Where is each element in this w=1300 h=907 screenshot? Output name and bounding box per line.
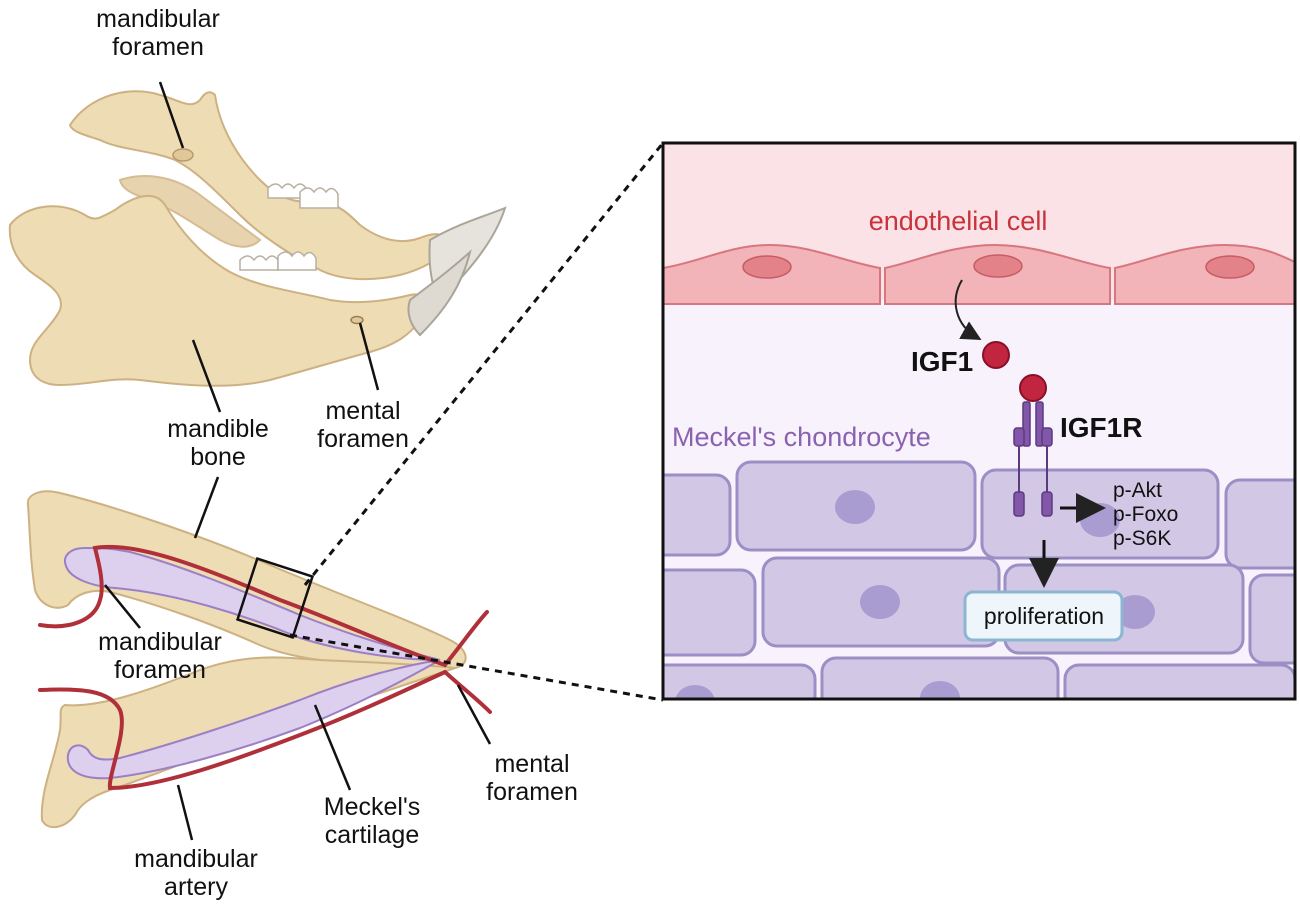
label-meckels-chondrocyte: Meckel's chondrocyte: [672, 422, 931, 452]
inset-panel: [663, 143, 1295, 699]
label-mandibular-foramen-1: mandibular: [98, 628, 222, 656]
meckels-cartilage-upper: [64, 546, 441, 661]
receptor-transmembrane: [1018, 446, 1048, 492]
inset-border: [661, 141, 1297, 701]
mandibular-foramen-mark: [172, 148, 194, 162]
label-meckels-cartilage-2: cartilage: [325, 821, 420, 849]
embryonic-mandible: [26, 490, 492, 829]
label-p-foxo: p-Foxo: [1113, 503, 1178, 526]
endothelial-nuclei: [742, 254, 1255, 279]
bound-ligand: [1019, 374, 1047, 402]
skull-upper-bone: [68, 90, 452, 281]
zoom-dashed-lines: [289, 142, 665, 702]
skull-text-labels: mandibular foramen mental foramen mandib…: [96, 5, 409, 471]
inset-text-labels: endothelial cell IGF1 IGF1R Meckel's cho…: [672, 206, 1178, 629]
label-mental-foramen-2: foramen: [486, 778, 578, 806]
secretion-arrow: [954, 279, 982, 340]
label-mandibular-foramen-top-1: mandibular: [96, 5, 220, 33]
mental-foramen-mark: [350, 315, 364, 325]
label-mandible-bone-2: bone: [190, 443, 246, 471]
label-mandibular-artery-1: mandibular: [134, 845, 258, 873]
label-mandibular-foramen-top-2: foramen: [112, 33, 204, 61]
zoom-region-box: [235, 557, 315, 639]
mandible-body: [8, 195, 427, 387]
skull-illustration: [8, 90, 507, 387]
label-mental-foramen-mid-2: foramen: [317, 425, 409, 453]
incisor-lower: [407, 249, 472, 337]
mandibular-artery-paths: [38, 544, 492, 791]
igf1-ligand: [982, 341, 1010, 369]
label-mental-foramen-mid-1: mental: [325, 397, 400, 425]
embryo-text-labels: mandibular foramen mental foramen Meckel…: [98, 628, 578, 901]
label-igf1: IGF1: [911, 346, 973, 377]
proliferation-box: [963, 590, 1124, 642]
label-meckels-cartilage-1: Meckel's: [324, 793, 420, 821]
label-endothelial-cell: endothelial cell: [869, 206, 1048, 236]
label-mandibular-foramen-2: foramen: [114, 656, 206, 684]
label-proliferation: proliferation: [984, 603, 1104, 629]
chondrocytes: [663, 460, 1295, 699]
label-mandible-bone-1: mandible: [167, 415, 268, 443]
label-mandibular-artery-2: artery: [164, 873, 228, 901]
embryo-leader-lines: [104, 476, 492, 841]
label-p-akt: p-Akt: [1113, 479, 1162, 502]
molar-teeth: [239, 183, 339, 271]
igf1r-receptor: [1013, 401, 1053, 517]
label-p-s6k: p-S6K: [1113, 527, 1171, 550]
skull-leader-lines: [158, 81, 380, 413]
label-igf1r: IGF1R: [1060, 412, 1142, 443]
meckels-cartilage-lower: [66, 659, 441, 780]
label-mental-foramen-1: mental: [494, 750, 569, 778]
